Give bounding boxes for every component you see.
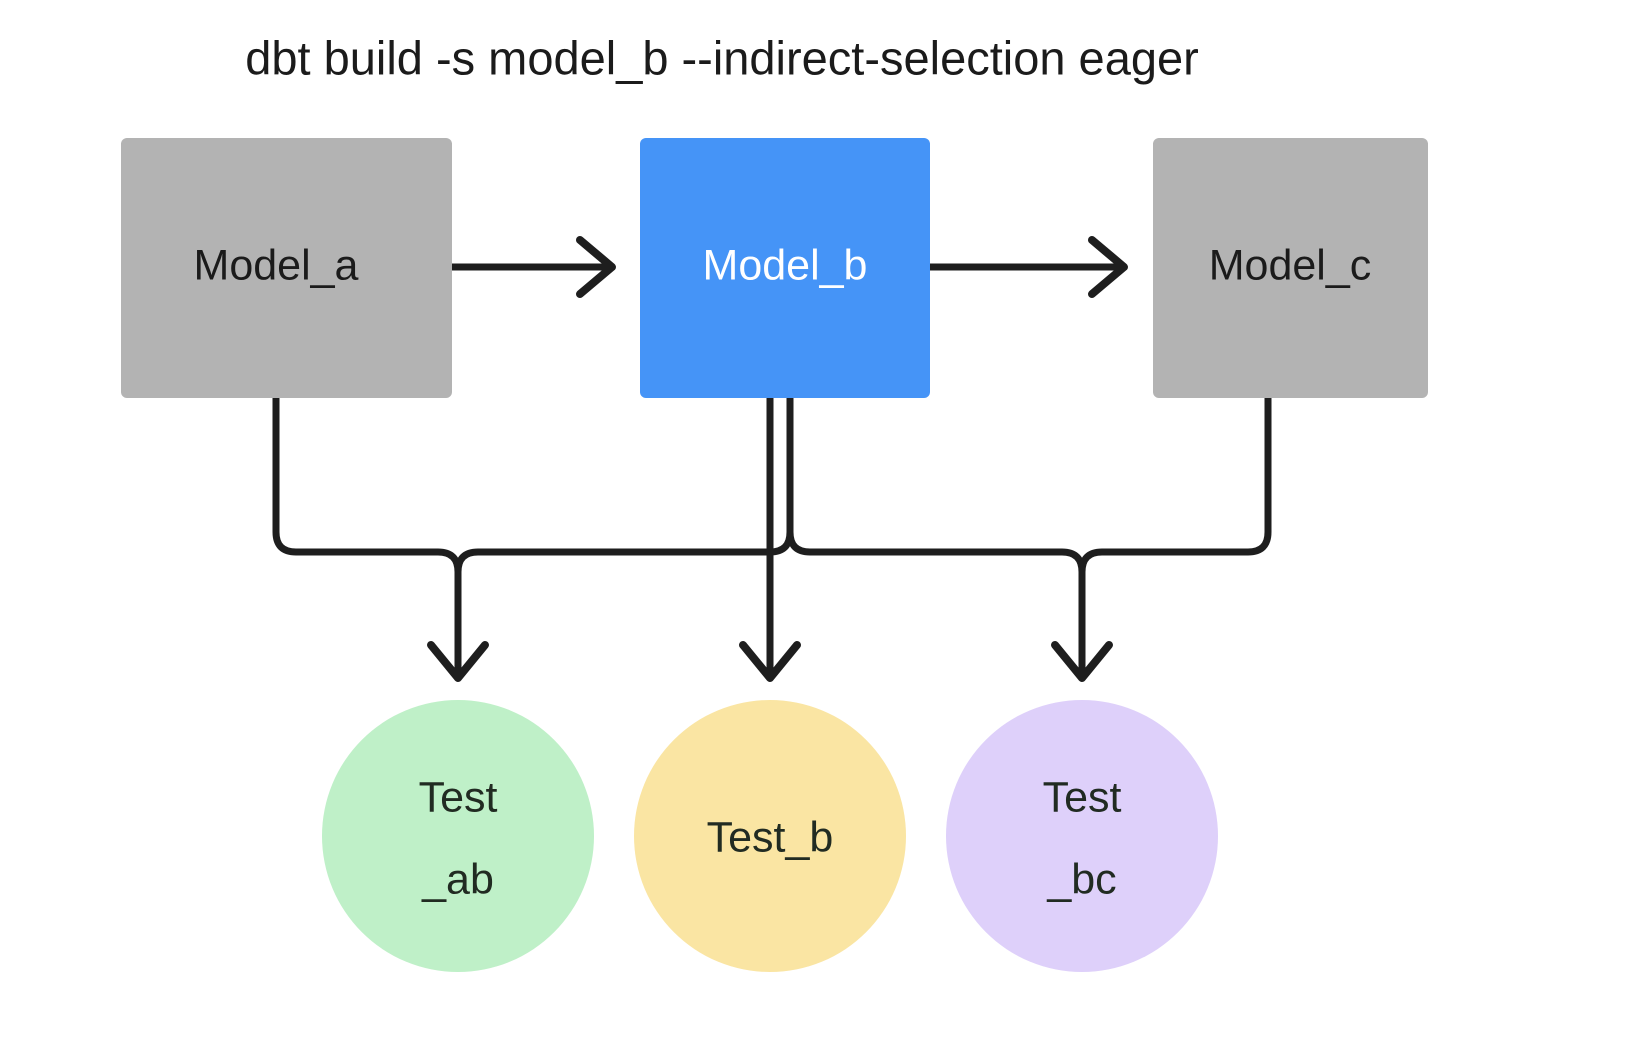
edge-line: [1078, 394, 1272, 576]
edge-layer: [272, 236, 1272, 682]
test-b-label-line-1: Test_b: [707, 813, 834, 861]
edge-model-a-to-model-b: [448, 236, 616, 298]
test-bc-label-line-2: _bc: [1046, 855, 1116, 903]
edge-model-b-to-model-c: [926, 236, 1128, 298]
edge-model-c-to-test-bc: [1078, 394, 1272, 576]
test-ab-label-line-1: Test: [419, 773, 498, 821]
arrow-head-icon: [1051, 641, 1113, 682]
edge-line: [786, 394, 1086, 680]
test-b-circle[interactable]: [634, 700, 906, 972]
test-ab-circle[interactable]: [322, 700, 594, 972]
edge-model-a-to-test-ab: [272, 394, 489, 682]
model-c-box[interactable]: [1153, 138, 1428, 398]
page-title: dbt build -s model_b --indirect-selectio…: [245, 31, 1199, 84]
model-node-model-a[interactable]: Model_a: [121, 138, 452, 398]
test-bc-circle[interactable]: [946, 700, 1218, 972]
model-b-label: Model_b: [703, 241, 868, 289]
edge-model-b-to-test-bc: [786, 394, 1113, 682]
edge-model-b-to-test-b: [739, 394, 801, 682]
model-node-model-c[interactable]: Model_c: [1153, 138, 1428, 398]
test-node-test-bc[interactable]: Test _bc: [946, 700, 1218, 972]
edge-line: [272, 394, 462, 680]
model-b-box[interactable]: [640, 138, 930, 398]
edge-line: [454, 394, 794, 576]
model-a-label: Model_a: [194, 241, 359, 289]
test-node-test-ab[interactable]: Test _ab: [322, 700, 594, 972]
model-c-label: Model_c: [1209, 241, 1372, 289]
arrow-head-icon: [739, 641, 801, 682]
test-ab-label-line-2: _ab: [421, 855, 494, 903]
model-a-box[interactable]: [121, 138, 452, 398]
arrow-head-icon: [576, 236, 616, 298]
arrow-head-icon: [1088, 236, 1128, 298]
edge-model-b-to-test-ab: [454, 394, 794, 576]
arrow-head-icon: [427, 641, 489, 682]
test-node-test-b[interactable]: Test_b: [634, 700, 906, 972]
model-node-model-b[interactable]: Model_b: [640, 138, 930, 398]
test-bc-label-line-1: Test: [1043, 773, 1122, 821]
